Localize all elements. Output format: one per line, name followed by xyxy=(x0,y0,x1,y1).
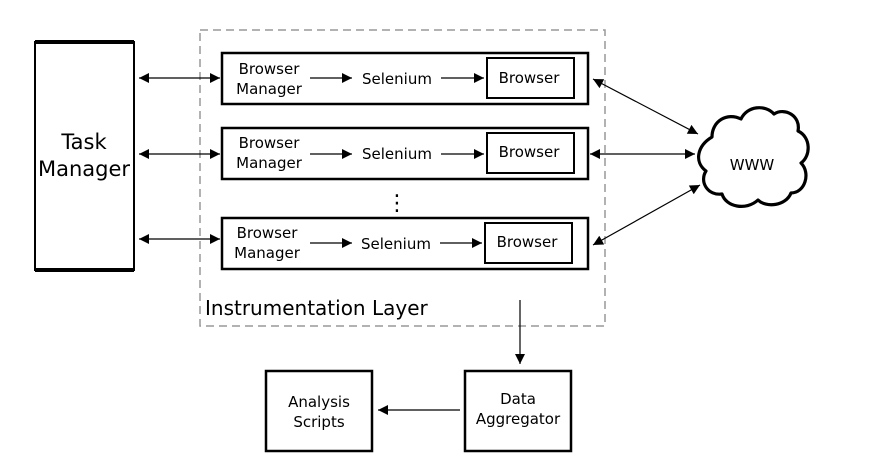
browser-label: Browser xyxy=(499,69,561,87)
analysis-scripts-label-line1: Analysis xyxy=(288,393,350,411)
browser-row-3: Browser Manager Selenium Browser xyxy=(220,216,590,271)
browser-manager-label-line2: Manager xyxy=(236,154,303,172)
cloud-icon xyxy=(697,106,810,208)
data-aggregator-box: Data Aggregator xyxy=(463,369,573,453)
task-manager-label-line2: Manager xyxy=(38,157,130,181)
task-manager-label-line1: Task xyxy=(60,130,107,154)
instrumentation-layer: Instrumentation Layer xyxy=(199,29,606,327)
browser-label: Browser xyxy=(497,233,559,251)
data-aggregator-label-line2: Aggregator xyxy=(476,410,561,428)
www-label: WWW xyxy=(730,156,775,174)
instrumentation-layer-label: Instrumentation Layer xyxy=(205,296,429,320)
analysis-scripts-label-line2: Scripts xyxy=(293,413,345,431)
row3-www-arrow xyxy=(592,184,701,246)
browser-row-1: Browser Manager Selenium Browser xyxy=(220,51,590,106)
browser-box xyxy=(486,132,575,174)
browser-row-2: Browser Manager Selenium Browser xyxy=(220,126,590,181)
instrumentation-layer-boundary xyxy=(199,29,606,327)
selenium-label: Selenium xyxy=(362,145,432,163)
data-aggregator-label-line1: Data xyxy=(500,390,536,408)
task-manager-box: Task Manager xyxy=(34,40,135,272)
browser-manager-label-line1: Browser xyxy=(239,60,301,78)
browser-box xyxy=(484,222,573,264)
browser-manager-label-line1: Browser xyxy=(237,224,299,242)
browser-label: Browser xyxy=(499,143,561,161)
browser-box xyxy=(486,57,575,99)
analysis-scripts-box: Analysis Scripts xyxy=(264,369,374,453)
www-cloud: WWW xyxy=(697,106,810,208)
more-rows-ellipsis: ⋮ xyxy=(386,191,408,216)
browser-manager-label-line1: Browser xyxy=(239,134,301,152)
selenium-label: Selenium xyxy=(362,70,432,88)
row1-www-arrow xyxy=(592,78,699,135)
selenium-label: Selenium xyxy=(361,235,431,253)
browser-manager-label-line2: Manager xyxy=(234,244,301,262)
browser-manager-label-line2: Manager xyxy=(236,80,303,98)
